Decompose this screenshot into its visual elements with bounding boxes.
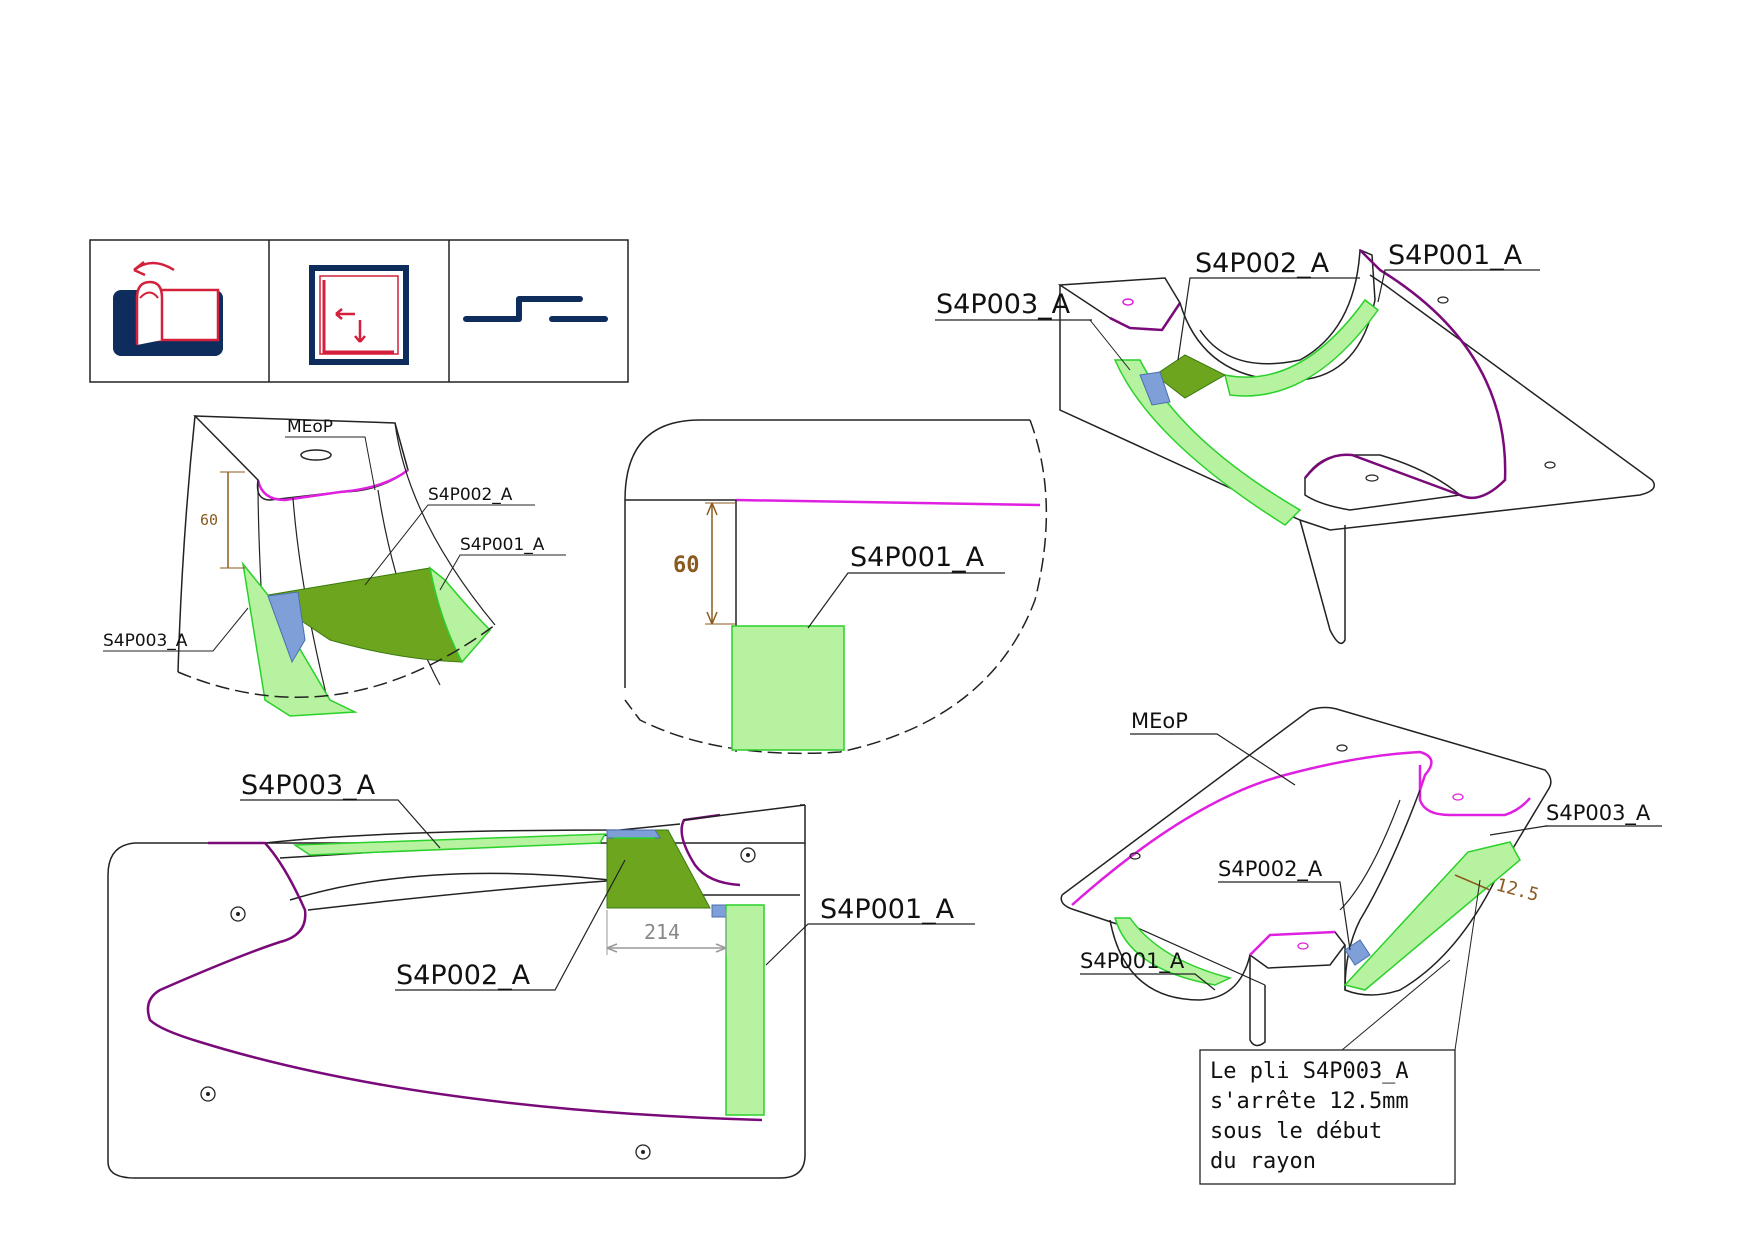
top-right-ply1-label: S4P001_A <box>1388 240 1523 271</box>
detail-dimension-label: 60 <box>673 553 700 578</box>
note-line: Le pli S4P003_A <box>1210 1059 1409 1084</box>
bottom-right-ply2-label: S4P002_A <box>1218 857 1323 882</box>
flat-view-hole <box>230 906 246 922</box>
perspective-ply3-label: S4P003_A <box>103 631 188 651</box>
bottom-right-ply3-label: S4P003_A <box>1546 801 1651 826</box>
note-line: du rayon <box>1210 1149 1316 1174</box>
bottom-right-ply1-label: S4P001_A <box>1080 949 1185 974</box>
top-right-ply3-label: S4P003_A <box>936 289 1071 320</box>
perspective-meop-label: MEoP <box>287 417 333 437</box>
corner-frame-icon <box>309 265 409 365</box>
perspective-ply1-label: S4P001_A <box>460 535 545 555</box>
flat-ply3-label: S4P003_A <box>241 770 376 801</box>
detail-view: 60 S4P001_A <box>624 419 1048 755</box>
perspective-view: 60 MEoP S4P002_A S4P001_A S4P003_A <box>103 415 566 717</box>
note-line: sous le début <box>1210 1119 1382 1144</box>
flat-view-hole <box>635 1144 651 1160</box>
bottom-right-view: 12.5 MEoP S4P003_A S4P002_A S4P001_A Le … <box>1060 706 1662 1185</box>
flat-view: 214 S4P003_A S4P002_A S4P001_A <box>107 770 975 1179</box>
flat-dimension-label: 214 <box>644 920 680 944</box>
perspective-dimension-label: 60 <box>200 511 218 529</box>
symbol-table <box>89 239 629 383</box>
note-line: s'arrête 12.5mm <box>1210 1089 1409 1114</box>
perspective-ply2-label: S4P002_A <box>428 485 513 505</box>
flat-view-hole <box>740 847 756 863</box>
bottom-right-dimension-label: 12.5 <box>1494 875 1541 907</box>
flat-view-hole <box>200 1086 216 1102</box>
flat-ply1-label: S4P001_A <box>820 894 955 925</box>
step-ply-icon <box>463 296 608 322</box>
detail-ply1-label: S4P001_A <box>850 542 985 573</box>
top-right-view: S4P003_A S4P002_A S4P001_A <box>935 240 1655 645</box>
top-right-ply2-label: S4P002_A <box>1195 248 1330 279</box>
bottom-right-meop-label: MEoP <box>1131 709 1188 733</box>
drape-fold-icon <box>113 261 223 356</box>
flat-ply2-label: S4P002_A <box>396 960 531 991</box>
note-box: Le pli S4P003_A s'arrête 12.5mm sous le … <box>1199 1049 1456 1185</box>
